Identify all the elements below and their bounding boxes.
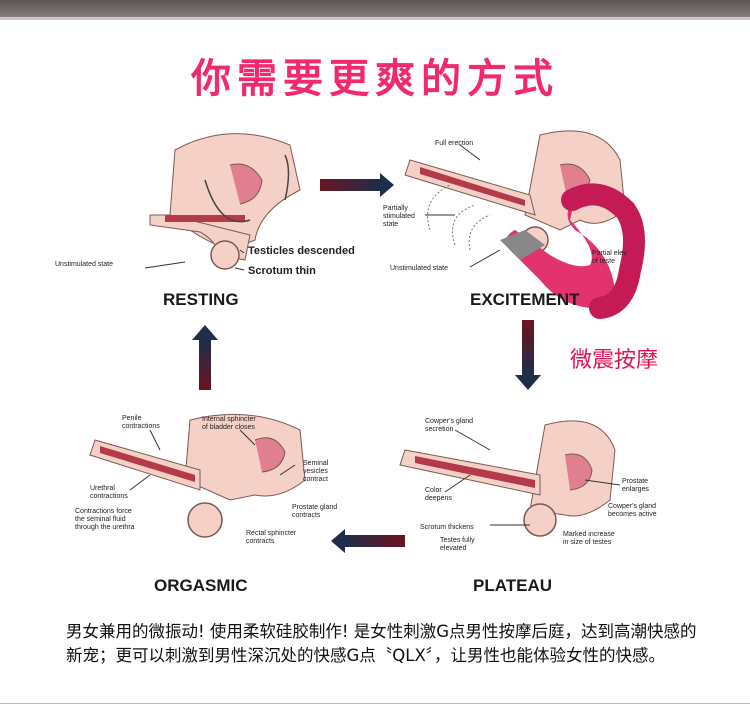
arrow-up [192, 325, 218, 390]
label-unstimulated-resting: Unstimulated state [55, 261, 113, 268]
stage-orgasmic: ORGASMIC [154, 576, 248, 595]
label-urethral-contractions: Urethral contractions [90, 485, 128, 500]
label-scrotum-thickens: Scrotum thickens [420, 524, 474, 531]
label-penile-contractions: Penile contractions [122, 415, 160, 430]
stage-excitement: EXCITEMENT [470, 290, 580, 309]
stage-plateau: PLATEAU [473, 576, 553, 595]
arrow-left [331, 529, 405, 553]
label-scrotum-thin: Scrotum thin [248, 265, 316, 277]
label-cowper-active: Cowper's gland becomes active [608, 503, 657, 518]
label-contractions-force: Contractions force the seminal fluid thr… [75, 508, 135, 531]
top-photo-strip [0, 0, 750, 20]
label-partial-elevation: Partial elev of teste [592, 250, 627, 265]
label-cowper-secretion: Cowper's gland secretion [425, 418, 474, 433]
resting-illustration [144, 133, 301, 271]
accent-label-vibration-massage: 微震按摩 [570, 348, 659, 373]
label-marked-increase: Marked increase in size of testes [563, 531, 615, 546]
headline: 你需要更爽的方式 [191, 56, 559, 102]
label-testes-elevated: Testes fully elevated [440, 537, 475, 552]
plateau-illustration [399, 420, 621, 537]
arrow-down [515, 320, 541, 390]
label-prostate-enlarges: Prostate enlarges [622, 478, 649, 493]
label-prostate-contracts: Prostate gland contracts [292, 504, 338, 519]
label-internal-sphincter: Internal sphincter of bladder closes [202, 416, 256, 431]
label-testicles-descended: Testicles descended [248, 245, 355, 257]
orgasmic-illustration [89, 413, 306, 538]
bottom-divider [0, 703, 750, 704]
arrow-right [320, 173, 394, 197]
label-partially-stimulated: Partially stimulated state [383, 205, 415, 228]
response-cycle-diagram: RESTING EXCITEMENT PLATEAU ORGASMIC Test… [0, 120, 750, 610]
product-description: 男女兼用的微振动! 使用柔软硅胶制作! 是女性刺激G点男性按摩后庭，达到高潮快感… [66, 622, 697, 665]
label-unstimulated-excitement: Unstimulated state [390, 265, 448, 272]
label-color-deepens: Color deepens [425, 487, 452, 502]
label-seminal-vesicles: Seminal vesicles contract [303, 460, 329, 483]
label-rectal-sphincter: Rectal sphincter contracts [246, 530, 297, 545]
stage-resting: RESTING [163, 290, 239, 309]
label-full-erection: Full erection [435, 140, 474, 147]
diagram-graphics [89, 130, 645, 553]
massager-toy [500, 183, 645, 319]
